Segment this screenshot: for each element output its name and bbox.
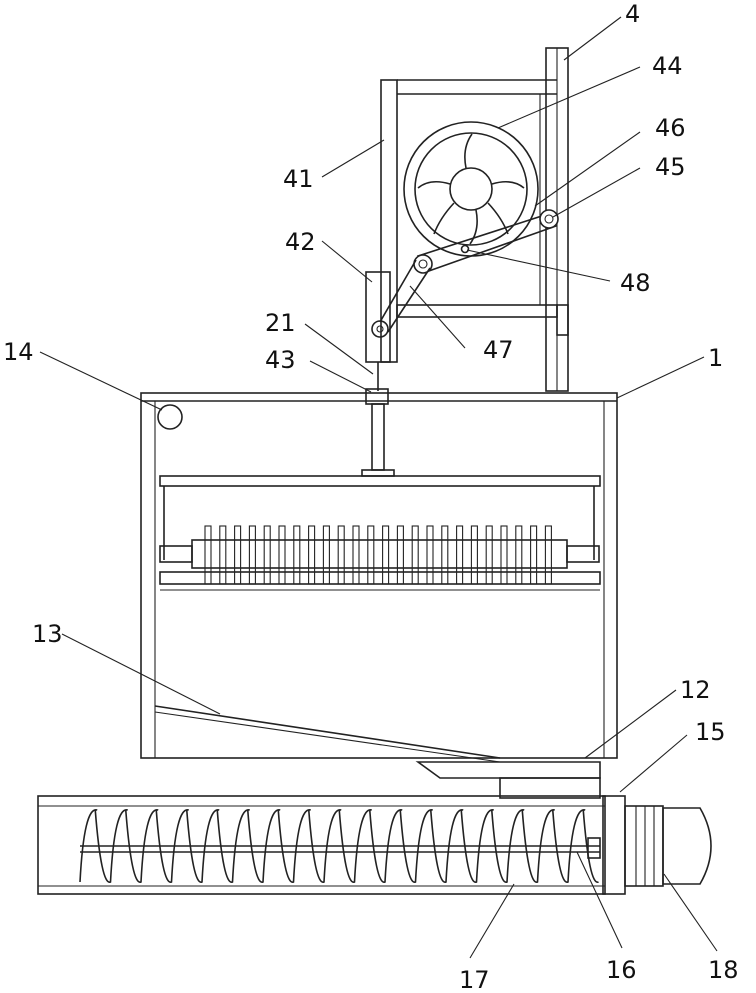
label-21: 21 <box>265 309 296 337</box>
roller-tooth <box>352 525 360 585</box>
label-16: 16 <box>606 956 637 984</box>
roller-tooth <box>426 525 434 585</box>
label-15: 15 <box>695 718 726 746</box>
label-47: 47 <box>483 336 514 364</box>
label-18: 18 <box>708 956 739 984</box>
screw-conveyor <box>37 795 626 895</box>
flywheel <box>403 121 539 257</box>
label-4: 4 <box>625 0 640 28</box>
roller-tooth <box>530 525 538 585</box>
leader-lines <box>39 16 718 959</box>
roller-tooth <box>411 525 419 585</box>
label-41: 41 <box>283 165 314 193</box>
roller-teeth <box>204 525 552 585</box>
roller-tooth <box>337 525 345 585</box>
label-48: 48 <box>620 269 651 297</box>
roller-tooth <box>293 525 301 585</box>
label-43: 43 <box>265 346 296 374</box>
roller-tooth <box>515 525 523 585</box>
part-labels: 4 44 46 45 41 42 48 21 47 14 43 1 13 12 … <box>3 0 739 993</box>
roller-tooth <box>500 525 508 585</box>
roller-tooth <box>219 525 227 585</box>
label-45: 45 <box>655 153 686 181</box>
roller-tooth <box>470 525 478 585</box>
roller-tooth <box>544 525 552 585</box>
roller-assembly <box>159 475 601 591</box>
roller-tooth <box>234 525 242 585</box>
label-13: 13 <box>32 620 63 648</box>
roller-tooth <box>263 525 271 585</box>
roller-tooth <box>382 525 390 585</box>
roller-tooth <box>396 525 404 585</box>
label-46: 46 <box>655 114 686 142</box>
roller-tooth <box>248 525 256 585</box>
roller-tooth <box>204 525 212 585</box>
main-box <box>140 388 618 759</box>
label-12: 12 <box>680 676 711 704</box>
label-1: 1 <box>708 344 723 372</box>
discharge-plate <box>154 705 601 799</box>
roller-tooth <box>322 525 330 585</box>
roller-tooth <box>278 525 286 585</box>
label-44: 44 <box>652 52 683 80</box>
roller-tooth <box>308 525 316 585</box>
crank-linkage <box>379 209 559 333</box>
roller-tooth <box>456 525 464 585</box>
drive-motor <box>624 805 712 887</box>
label-14: 14 <box>3 338 34 366</box>
roller-tooth <box>485 525 493 585</box>
cylinder-block <box>365 271 391 391</box>
label-42: 42 <box>285 228 316 256</box>
roller-tooth <box>367 525 375 585</box>
label-17: 17 <box>459 966 490 993</box>
roller-tooth <box>441 525 449 585</box>
